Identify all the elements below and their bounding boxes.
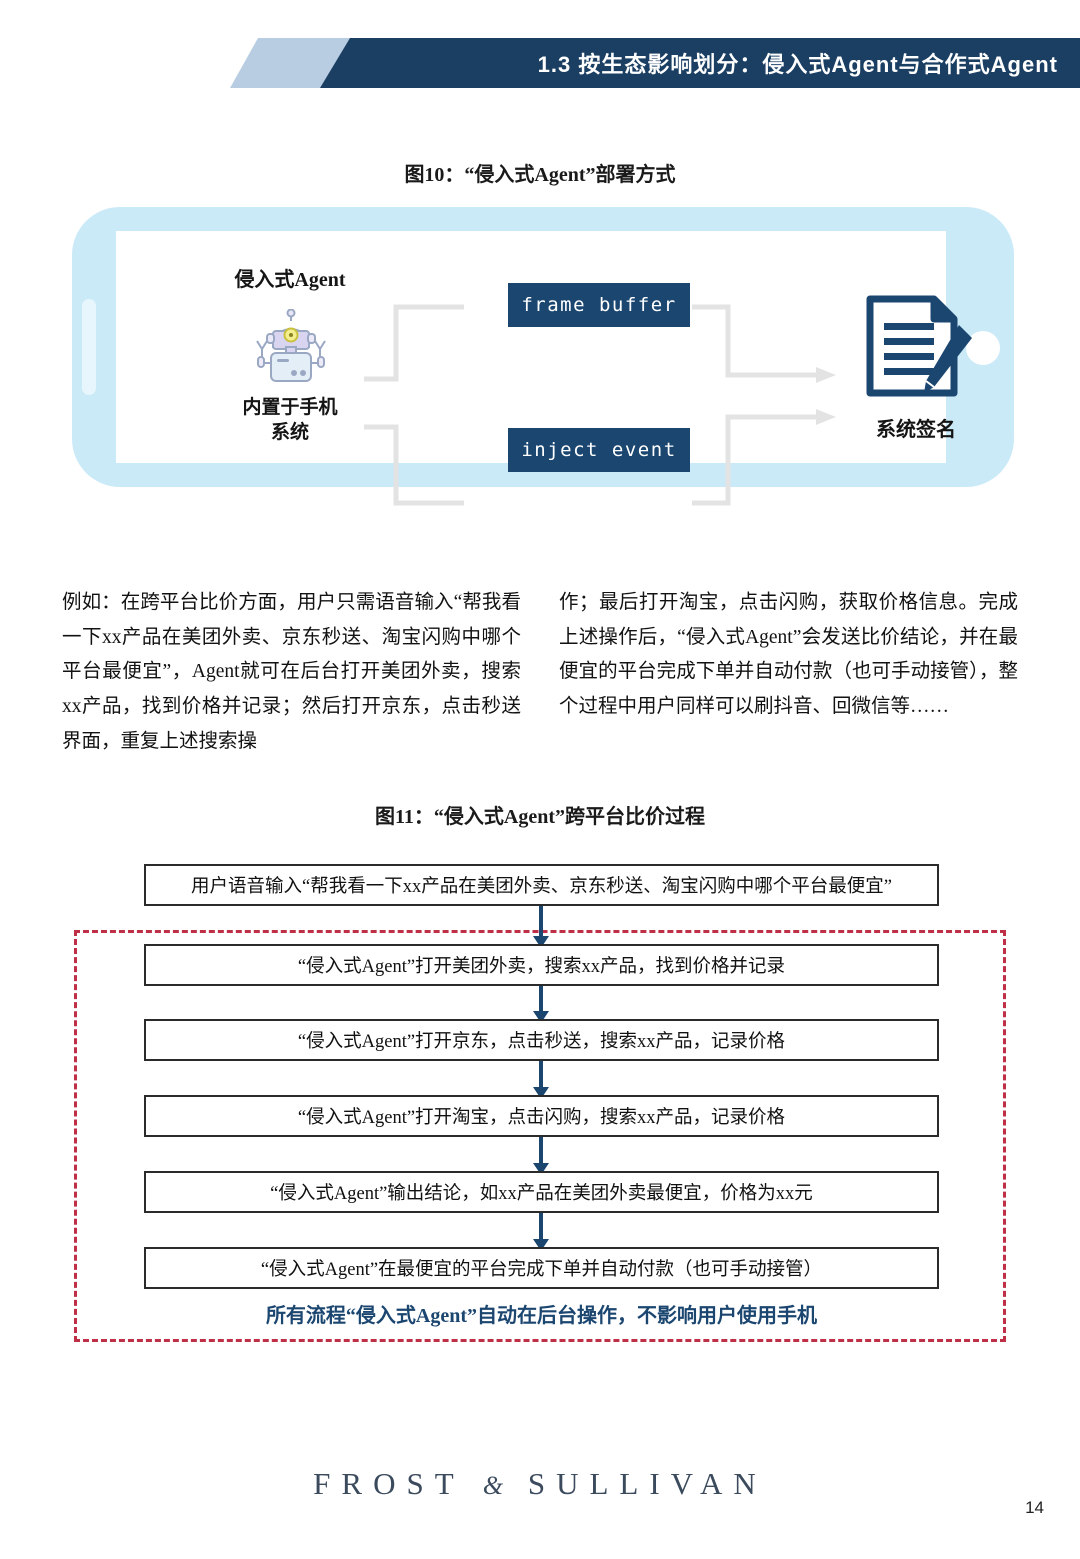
flow-step-box: “侵入式Agent”打开京东，点击秒送，搜索xx产品，记录价格	[144, 1019, 939, 1061]
builtin-label: 内置于手机系统	[200, 396, 380, 445]
figure10-title: 图10：“侵入式Agent”部署方式	[404, 164, 676, 186]
phone-side-button	[82, 299, 96, 395]
inject-event-box: inject event	[508, 428, 690, 472]
page-number: 14	[1025, 1498, 1044, 1517]
agent-label: 侵入式Agent	[234, 269, 346, 291]
flow-step-box: “侵入式Agent”在最便宜的平台完成下单并自动付款（也可手动接管）	[144, 1247, 939, 1289]
figure10-phone-frame: 侵入式Agent 内置于手机系统 frame buffer inject eve…	[72, 207, 1014, 506]
flow-step-box: 用户语音输入“帮我看一下xx产品在美团外卖、京东秒送、淘宝闪购中哪个平台最便宜”	[144, 864, 939, 906]
flow-step-box: “侵入式Agent”打开美团外卖，搜索xx产品，找到价格并记录	[144, 944, 939, 986]
brand-ampersand: &	[482, 1471, 510, 1500]
brand-second-word: SULLIVAN	[527, 1466, 767, 1501]
robot-icon	[256, 309, 326, 382]
phone-screen: 侵入式Agent 内置于手机系统 frame buffer inject eve…	[116, 231, 972, 506]
page-header: 1.3 按生态影响划分：侵入式Agent与合作式Agent	[0, 0, 1080, 96]
brand-first-word: FROST	[313, 1466, 465, 1501]
builtin-label-line1: 内置于手机	[242, 397, 338, 418]
section-title: 1.3 按生态影响划分：侵入式Agent与合作式Agent	[537, 52, 1058, 77]
header-accent-dark-shape	[320, 38, 1080, 88]
body-text-columns: 例如：在跨平台比价方面，用户只需语音输入“帮我看一下xx产品在美团外卖、京东秒送…	[62, 586, 1018, 760]
figure11-flowchart: 用户语音输入“帮我看一下xx产品在美团外卖、京东秒送、淘宝闪购中哪个平台最便宜”…	[62, 852, 1018, 1352]
system-signature-label: 系统签名	[876, 419, 956, 441]
body-text-left-column: 例如：在跨平台比价方面，用户只需语音输入“帮我看一下xx产品在美团外卖、京东秒送…	[62, 592, 521, 752]
builtin-label-line2: 系统	[270, 421, 309, 443]
frost-sullivan-logo: FROST & SULLIVAN	[0, 1466, 1080, 1502]
flowchart-note: 所有流程“侵入式Agent”自动在后台操作，不影响用户使用手机	[265, 1305, 818, 1327]
figure11-title: 图11：“侵入式Agent”跨平台比价过程	[375, 806, 705, 828]
phone-home-button	[966, 331, 1000, 365]
document-signature-icon	[866, 295, 972, 397]
frame-buffer-box: frame buffer	[508, 283, 690, 327]
flow-step-box: “侵入式Agent”打开淘宝，点击闪购，搜索xx产品，记录价格	[144, 1095, 939, 1137]
body-text-right-column: 作；最后打开淘宝，点击闪购，获取价格信息。完成上述操作后，“侵入式Agent”会…	[559, 592, 1018, 718]
flow-step-box: “侵入式Agent”输出结论，如xx产品在美团外卖最便宜，价格为xx元	[144, 1171, 939, 1213]
